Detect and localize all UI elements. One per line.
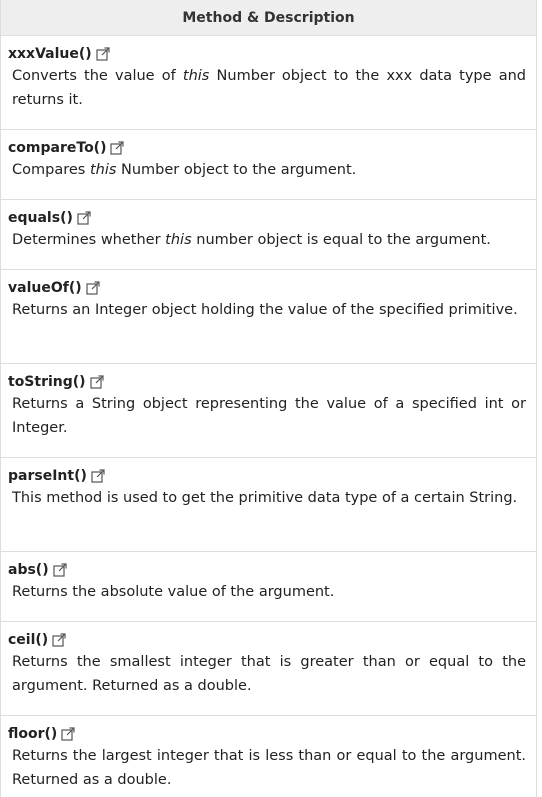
method-name-row: ceil() [8, 630, 526, 650]
method-name-row: compareTo() [8, 138, 526, 158]
external-link-icon[interactable] [89, 375, 104, 389]
external-link-icon[interactable] [91, 469, 105, 483]
method-link-equals[interactable]: equals() [8, 210, 73, 226]
method-link-tostring[interactable]: toString() [8, 374, 86, 390]
method-description: Converts the value of this Number object… [12, 68, 526, 108]
method-link-parseint[interactable]: parseInt() [8, 468, 87, 484]
external-link-icon[interactable] [86, 281, 100, 295]
method-description: Compares this Number object to the argum… [12, 162, 357, 178]
method-description: Returns a String object representing the… [12, 396, 526, 436]
external-link-icon[interactable] [77, 211, 91, 225]
external-link-icon[interactable] [61, 727, 75, 741]
table-row: compareTo() Compares this Number object … [1, 130, 536, 200]
external-link-icon[interactable] [96, 47, 110, 61]
external-link-icon[interactable] [53, 563, 67, 577]
method-name-row: floor() [8, 724, 526, 744]
table-row: abs() Returns the absolute value of the … [1, 552, 536, 622]
method-name-row: xxxValue() [8, 44, 526, 64]
table-row: toString() Returns a String object repre… [1, 364, 536, 458]
table-row: valueOf() Returns an Integer object hold… [1, 270, 536, 364]
method-name-row: abs() [8, 560, 526, 580]
method-description: Returns the largest integer that is less… [12, 748, 526, 788]
table-header: Method & Description [1, 0, 536, 36]
method-link-ceil[interactable]: ceil() [8, 632, 49, 648]
method-description: Returns an Integer object holding the va… [12, 302, 518, 318]
method-name-row: valueOf() [8, 278, 526, 298]
method-description: This method is used to get the primitive… [12, 490, 518, 506]
external-link-icon[interactable] [52, 633, 66, 647]
external-link-icon[interactable] [110, 141, 125, 155]
method-description: Returns the smallest integer that is gre… [12, 654, 526, 694]
method-name-row: equals() [8, 208, 526, 228]
method-link-floor[interactable]: floor() [8, 726, 58, 742]
method-link-compareto[interactable]: compareTo() [8, 140, 107, 156]
method-link-xxxvalue[interactable]: xxxValue() [8, 46, 92, 62]
method-name-row: toString() [8, 372, 526, 392]
header-title: Method & Description [182, 9, 355, 26]
method-description: Returns the absolute value of the argume… [12, 584, 335, 600]
method-description: Determines whether this number object is… [12, 232, 491, 248]
table-row: xxxValue() Converts the value of this Nu… [1, 36, 536, 130]
table-row: floor() Returns the largest integer that… [1, 716, 536, 797]
table-row: ceil() Returns the smallest integer that… [1, 622, 536, 716]
method-link-valueof[interactable]: valueOf() [8, 280, 82, 296]
method-name-row: parseInt() [8, 466, 526, 486]
table-row: equals() Determines whether this number … [1, 200, 536, 270]
table-row: parseInt() This method is used to get th… [1, 458, 536, 552]
method-link-abs[interactable]: abs() [8, 562, 49, 578]
